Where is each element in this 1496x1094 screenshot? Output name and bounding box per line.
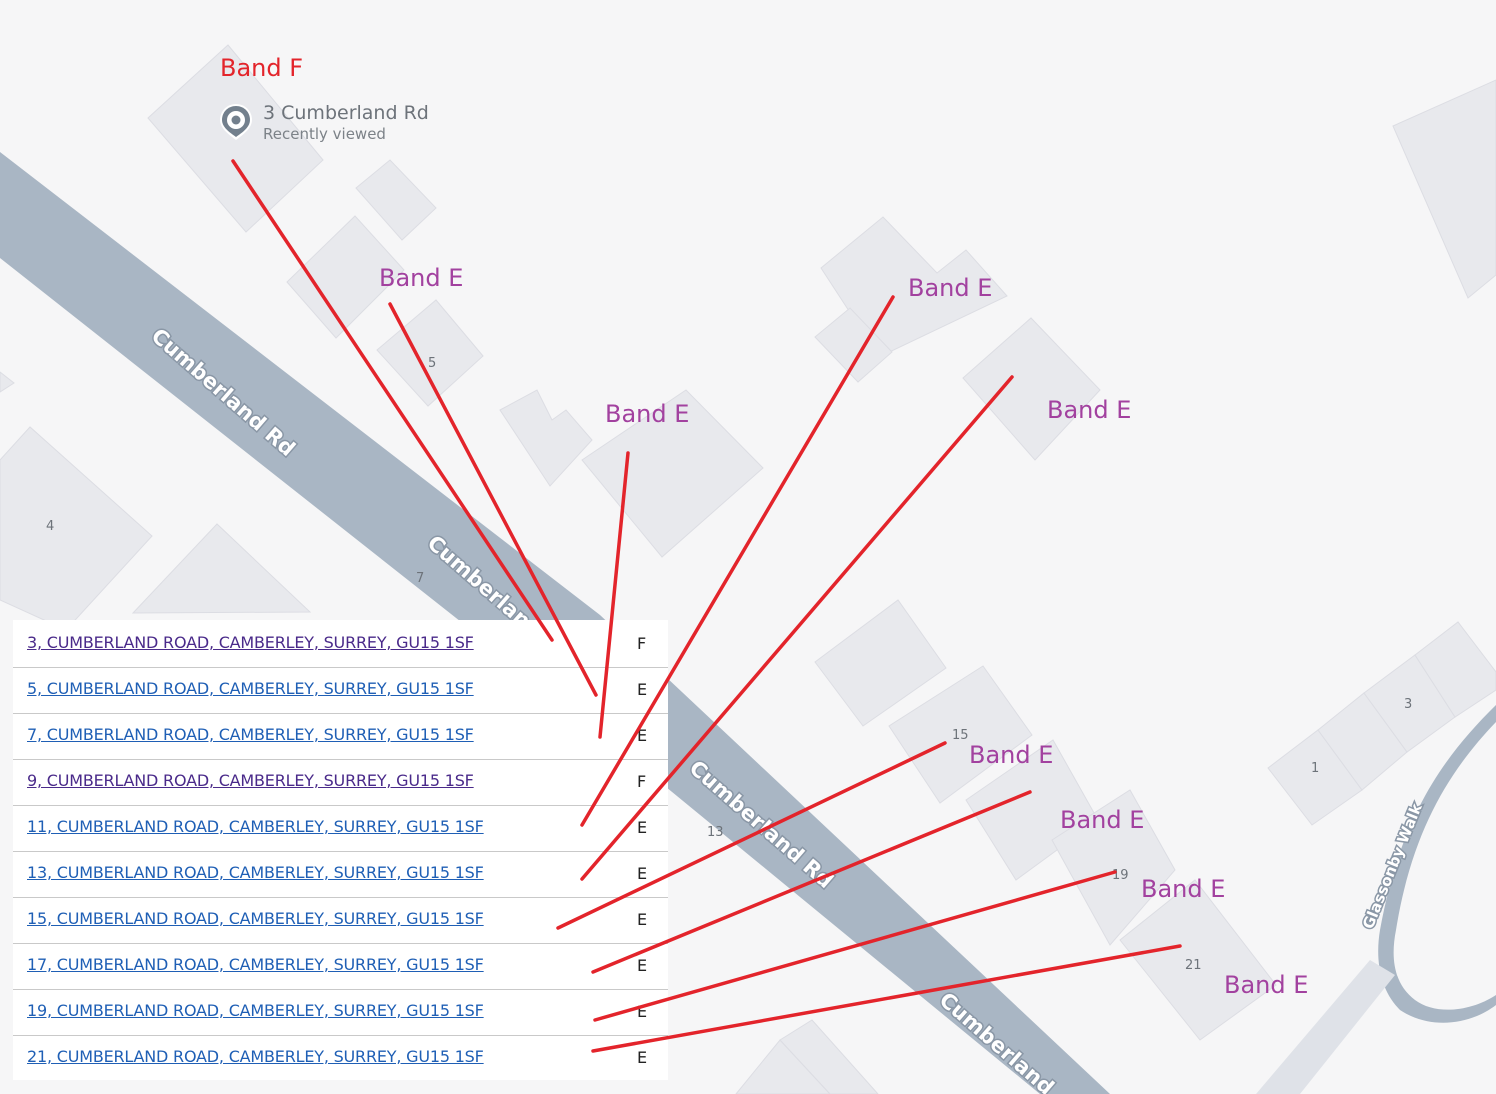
marker-subtitle: Recently viewed xyxy=(263,125,386,143)
result-row: 11, CUMBERLAND ROAD, CAMBERLEY, SURREY, … xyxy=(13,805,668,852)
house-number: 21 xyxy=(1185,958,1202,973)
address-link[interactable]: 21, CUMBERLAND ROAD, CAMBERLEY, SURREY, … xyxy=(27,1047,484,1066)
band-code: E xyxy=(637,956,648,975)
location-pin-icon[interactable] xyxy=(218,102,254,142)
address-link[interactable]: 7, CUMBERLAND ROAD, CAMBERLEY, SURREY, G… xyxy=(27,725,474,744)
house-number: 3 xyxy=(1404,697,1412,712)
band-label: Band E xyxy=(1047,396,1132,424)
address-link[interactable]: 3, CUMBERLAND ROAD, CAMBERLEY, SURREY, G… xyxy=(27,633,474,652)
band-label: Band E xyxy=(379,264,464,292)
band-code: F xyxy=(637,634,647,653)
road-glassonby-walk xyxy=(1378,705,1496,1023)
band-label: Band E xyxy=(908,274,993,302)
band-code: E xyxy=(637,910,648,929)
result-row: 5, CUMBERLAND ROAD, CAMBERLEY, SURREY, G… xyxy=(13,667,668,714)
result-row: 3, CUMBERLAND ROAD, CAMBERLEY, SURREY, G… xyxy=(13,621,668,668)
address-link[interactable]: 5, CUMBERLAND ROAD, CAMBERLEY, SURREY, G… xyxy=(27,679,474,698)
result-row: 21, CUMBERLAND ROAD, CAMBERLEY, SURREY, … xyxy=(13,1035,668,1081)
band-code: E xyxy=(637,864,648,883)
marker-label[interactable]: 3 Cumberland Rd Recently viewed xyxy=(263,102,429,144)
house-number: 19 xyxy=(1112,868,1129,883)
result-row: 19, CUMBERLAND ROAD, CAMBERLEY, SURREY, … xyxy=(13,989,668,1036)
band-code: E xyxy=(637,680,648,699)
address-link[interactable]: 11, CUMBERLAND ROAD, CAMBERLEY, SURREY, … xyxy=(27,817,484,836)
result-row: 7, CUMBERLAND ROAD, CAMBERLEY, SURREY, G… xyxy=(13,713,668,760)
band-label: Band F xyxy=(220,54,304,82)
address-link[interactable]: 19, CUMBERLAND ROAD, CAMBERLEY, SURREY, … xyxy=(27,1001,484,1020)
result-row: 13, CUMBERLAND ROAD, CAMBERLEY, SURREY, … xyxy=(13,851,668,898)
band-code: F xyxy=(637,772,647,791)
band-label: Band E xyxy=(1141,875,1226,903)
house-number: 1 xyxy=(1311,761,1319,776)
marker-title: 3 Cumberland Rd xyxy=(263,102,429,124)
band-code: E xyxy=(637,1048,648,1067)
house-number: 15 xyxy=(952,728,969,743)
road-lower-right xyxy=(1256,960,1395,1094)
address-link[interactable]: 15, CUMBERLAND ROAD, CAMBERLEY, SURREY, … xyxy=(27,909,484,928)
band-code: E xyxy=(637,1002,648,1021)
result-row: 17, CUMBERLAND ROAD, CAMBERLEY, SURREY, … xyxy=(13,943,668,990)
address-link[interactable]: 13, CUMBERLAND ROAD, CAMBERLEY, SURREY, … xyxy=(27,863,484,882)
result-row: 9, CUMBERLAND ROAD, CAMBERLEY, SURREY, G… xyxy=(13,759,668,806)
house-number: 7 xyxy=(416,571,424,586)
house-number: 4 xyxy=(46,519,54,534)
band-label: Band E xyxy=(1224,971,1309,999)
result-row: 15, CUMBERLAND ROAD, CAMBERLEY, SURREY, … xyxy=(13,897,668,944)
band-label: Band E xyxy=(605,400,690,428)
band-code: E xyxy=(637,726,648,745)
address-link[interactable]: 17, CUMBERLAND ROAD, CAMBERLEY, SURREY, … xyxy=(27,955,484,974)
band-label: Band E xyxy=(1060,806,1145,834)
house-number: 13 xyxy=(707,825,724,840)
band-code: E xyxy=(637,818,648,837)
address-link[interactable]: 9, CUMBERLAND ROAD, CAMBERLEY, SURREY, G… xyxy=(27,771,474,790)
band-label: Band E xyxy=(969,741,1054,769)
house-number: 5 xyxy=(428,356,436,371)
